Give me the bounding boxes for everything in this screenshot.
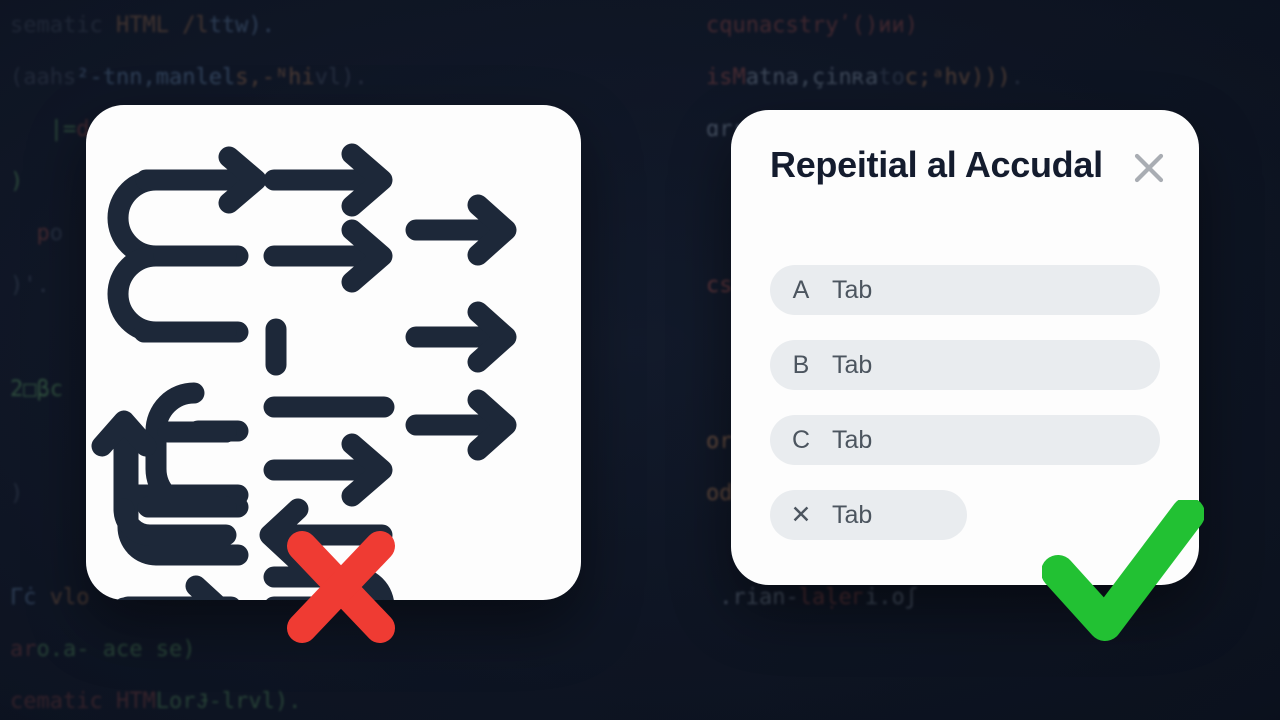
tab-row[interactable]: A Tab: [770, 265, 1160, 315]
close-icon: [1134, 153, 1164, 183]
tab-key: C: [791, 425, 811, 454]
tab-list: A Tab B Tab C Tab ✕ Tab: [770, 265, 1160, 540]
background-code-line: cematic HTMLorɈ-lrvl).: [10, 689, 302, 714]
bad-example-card: [86, 105, 581, 600]
tab-key: ✕: [790, 501, 812, 529]
background-code-line: cqunacstryʹ()ии): [706, 13, 918, 38]
dialog-header: Repeitial al Accudal: [770, 141, 1110, 189]
tab-key: A: [792, 275, 810, 304]
dialog-title: Repeitial al Accudal: [770, 144, 1103, 185]
tab-label: Tab: [832, 350, 873, 379]
tab-label: Tab: [832, 275, 873, 304]
tab-row[interactable]: C Tab: [770, 415, 1160, 465]
background-code-line: (aahs²-tnn,manlels,-ᴺhivl).: [10, 65, 368, 90]
background-code-line: sematic HTML /lttw).: [10, 13, 275, 38]
good-example-card: Repeitial al Accudal A Tab B Tab C Tab ✕…: [731, 110, 1199, 585]
tab-key: B: [792, 350, 810, 379]
good-verdict-check: [1041, 497, 1205, 648]
tab-row[interactable]: B Tab: [770, 340, 1160, 390]
background-code-line: isMatna,çinʀatoc;ᵃhv))).: [706, 65, 1024, 90]
tab-label: Tab: [832, 500, 873, 529]
bad-verdict-cross: [283, 526, 399, 648]
tab-row[interactable]: ✕ Tab: [770, 490, 967, 540]
close-button[interactable]: [1123, 142, 1175, 194]
tab-label: Tab: [832, 425, 873, 454]
arrow-icon-grid: [86, 105, 581, 600]
